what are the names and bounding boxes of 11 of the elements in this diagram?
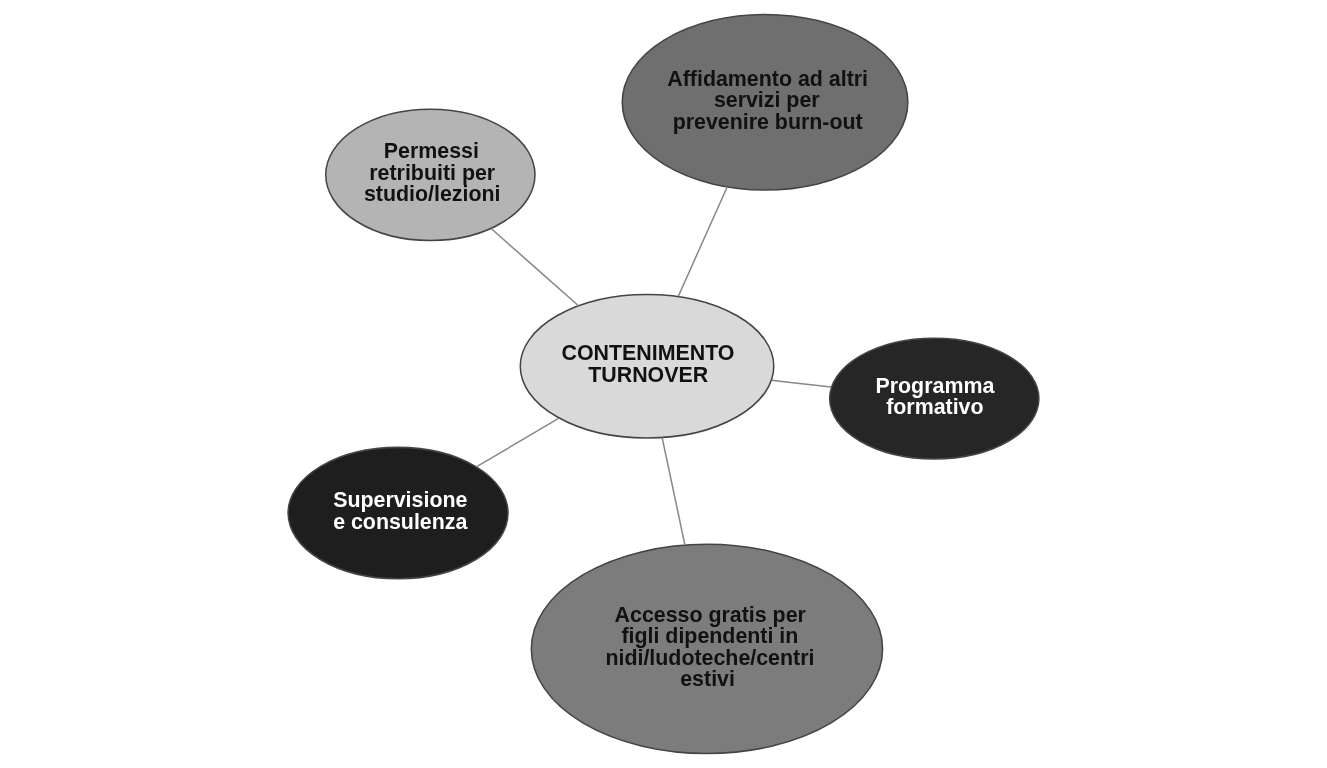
- connector: [490, 227, 580, 307]
- node-ellipse: CONTENIMENTO TURNOVER: [519, 293, 775, 439]
- connector: [677, 186, 728, 297]
- node-ellipse: Supervisione e consulenza: [287, 446, 509, 580]
- connector: [771, 379, 832, 388]
- node-ellipse: Permessi retribuiti per studio/lezioni: [325, 108, 536, 242]
- node-ellipse: Affidamento ad altri servizi per prevenire burn-out: [621, 13, 909, 191]
- node-ellipse: Programma formativo: [828, 337, 1040, 460]
- node-ellipse: Accesso gratis per figli dipendenti in nidi/ludoteche/centri estivi: [530, 543, 884, 755]
- connector: [475, 417, 560, 468]
- connector: [661, 436, 686, 546]
